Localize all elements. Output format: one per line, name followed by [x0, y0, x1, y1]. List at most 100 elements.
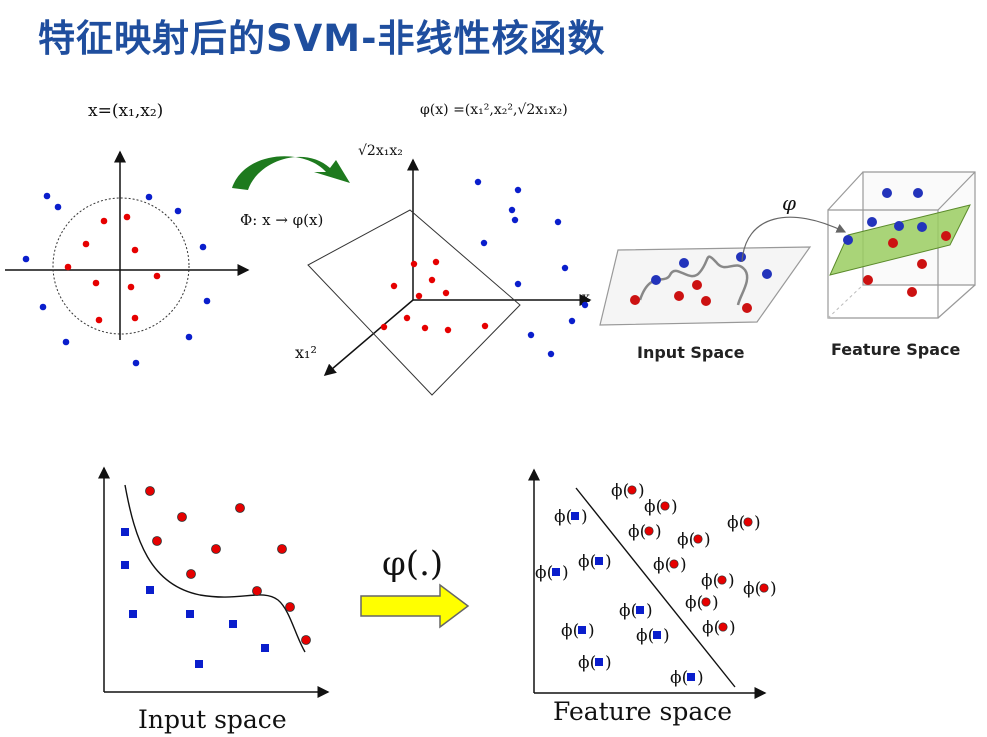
mapped-blue-point: ϕ()	[535, 563, 569, 583]
blue-marker	[578, 626, 586, 634]
input-vector-label: x=(x₁,x₂)	[88, 101, 163, 121]
blue-point	[508, 206, 516, 214]
blue-point	[568, 317, 576, 325]
red-ball	[742, 303, 752, 313]
phi-suffix: )	[655, 522, 662, 542]
blue-point	[480, 239, 488, 247]
red-circle	[152, 536, 162, 546]
feature-equation: φ(x) =(x₁²,x₂²,√2x₁x₂)	[420, 102, 568, 118]
mapped-red-point: ϕ()	[653, 555, 687, 575]
mapped-red-point: ϕ()	[727, 513, 761, 533]
red-point	[127, 283, 135, 291]
cube-points	[843, 188, 951, 297]
red-circle	[277, 544, 287, 554]
red-marker	[701, 597, 711, 607]
red-circle	[211, 544, 221, 554]
z-axis-label: √2x₁x₂	[358, 143, 403, 159]
blue-marker	[595, 557, 603, 565]
blue-point	[514, 280, 522, 288]
red-point	[432, 258, 440, 266]
red-point	[153, 272, 161, 280]
phi-prefix: ϕ(	[578, 653, 596, 673]
input-space-2d-plot: x=(x₁,x₂)	[5, 101, 250, 367]
phi-prefix: ϕ(	[702, 618, 720, 638]
phi-prefix: ϕ(	[636, 626, 654, 646]
phi-suffix: )	[697, 668, 704, 688]
feature-space-caption: Feature Space	[831, 340, 961, 359]
blue-marker	[687, 673, 695, 681]
x1-axis-label: x₁²	[295, 343, 317, 362]
blue-ball	[843, 235, 853, 245]
blue-ball	[762, 269, 772, 279]
red-point	[390, 282, 398, 290]
phi-suffix: )	[680, 555, 687, 575]
blue-square	[229, 620, 237, 628]
red-point	[64, 263, 72, 271]
red-marker	[669, 559, 679, 569]
separating-plane	[307, 209, 521, 396]
red-marker	[743, 517, 753, 527]
mapped-blue-point: ϕ()	[561, 621, 595, 641]
red-marker	[660, 501, 670, 511]
red-point	[403, 314, 411, 322]
blue-point	[43, 192, 51, 200]
blue-point	[145, 193, 153, 201]
red-circle	[285, 602, 295, 612]
phi-suffix: )	[581, 507, 588, 527]
linear-decision-boundary	[575, 487, 736, 688]
blue-ball	[867, 217, 877, 227]
red-point	[131, 246, 139, 254]
red-point	[95, 316, 103, 324]
phi-prefix: ϕ(	[644, 497, 662, 517]
red-ball	[917, 259, 927, 269]
red-point	[131, 314, 139, 322]
red-marker	[717, 575, 727, 585]
blue-point	[132, 359, 140, 367]
blue-point	[54, 203, 62, 211]
red-point	[442, 289, 450, 297]
blue-square	[121, 561, 129, 569]
mapped-red-point: ϕ()	[644, 497, 678, 517]
phi-mapping-arrow	[741, 216, 847, 263]
blue-square	[261, 644, 269, 652]
red-circle	[177, 512, 187, 522]
phi-suffix: )	[770, 579, 777, 599]
phi-suffix: )	[671, 497, 678, 517]
blue-point	[514, 186, 522, 194]
blue-point	[547, 350, 555, 358]
decision-circle	[52, 197, 190, 335]
blue-ball	[736, 252, 746, 262]
blue-square	[186, 610, 194, 618]
red-marker	[718, 622, 728, 632]
blue-square	[195, 660, 203, 668]
input-space-label: Input space	[138, 705, 287, 734]
mapped-red-point: ϕ()	[701, 571, 735, 591]
phi-prefix: ϕ(	[727, 513, 745, 533]
red-points-3d	[380, 258, 489, 334]
red-point	[92, 279, 100, 287]
phi-suffix: )	[646, 601, 653, 621]
phi-suffix: )	[728, 571, 735, 591]
phi-suffix: )	[638, 481, 645, 501]
mapped-blue-point: ϕ()	[636, 626, 670, 646]
input-space-caption: Input Space	[637, 343, 745, 362]
bottom-feature-space-plot: ϕ()ϕ()ϕ()ϕ()ϕ()ϕ()ϕ()ϕ()ϕ()ϕ()ϕ()ϕ()ϕ()ϕ…	[528, 468, 777, 726]
red-circles	[145, 486, 311, 645]
phi-suffix: )	[562, 563, 569, 583]
red-point	[421, 324, 429, 332]
mapping-arrow: Φ: x → φ(x)	[232, 156, 350, 229]
red-point	[100, 217, 108, 225]
blue-marker	[653, 631, 661, 639]
blue-points	[22, 192, 211, 367]
mapped-blue-point: ϕ()	[578, 653, 612, 673]
red-point	[380, 323, 388, 331]
red-ball	[863, 275, 873, 285]
yellow-mapping-arrow-group: φ(.)	[360, 544, 470, 629]
blue-point	[581, 301, 589, 309]
phi-prefix: ϕ(	[653, 555, 671, 575]
mapped-blue-point: ϕ()	[578, 552, 612, 572]
red-point	[444, 326, 452, 334]
red-circle	[301, 635, 311, 645]
red-ball	[701, 296, 711, 306]
red-point	[428, 276, 436, 284]
